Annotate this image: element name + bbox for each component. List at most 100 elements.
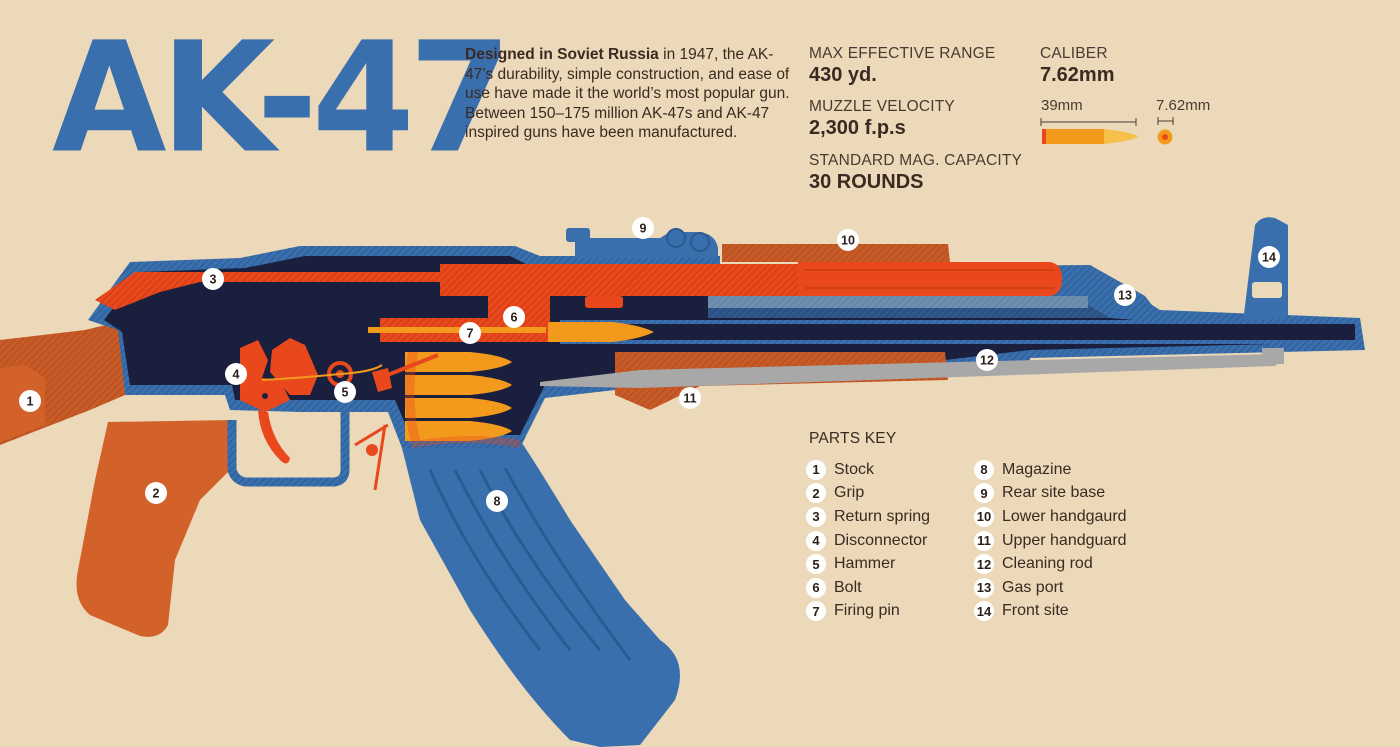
key-label: Return spring <box>834 507 931 525</box>
stat-capacity-label: STANDARD MAG. CAPACITY <box>809 152 1023 169</box>
parts-key-left: 1 Stock 2 Grip 3 Return spring 4 Disconnecto… <box>806 458 930 623</box>
key-label: Rear site base <box>1002 484 1106 502</box>
stat-caliber: CALIBER 7.62mm <box>1040 45 1115 87</box>
key-num: 3 <box>806 506 826 527</box>
badge-13: 13 <box>1114 284 1136 306</box>
key-num: 9 <box>974 483 994 504</box>
key-num: 4 <box>806 530 826 551</box>
badge-6: 6 <box>503 306 525 328</box>
intro-text: Designed in Soviet Russia in 1947, the A… <box>465 45 790 143</box>
ammo-diameter-label: 7.62mm <box>1156 97 1211 114</box>
key-label: Cleaning rod <box>1002 555 1093 573</box>
badge-14-text: 14 <box>1262 251 1276 265</box>
badge-14: 14 <box>1258 246 1280 268</box>
key-label: Grip <box>834 484 865 502</box>
stat-range: MAX EFFECTIVE RANGE 430 yd. <box>809 45 995 87</box>
return-spring-part <box>95 262 1062 310</box>
badge-10: 10 <box>837 229 859 251</box>
key-num: 7 <box>806 601 826 622</box>
badge-8: 8 <box>486 490 508 512</box>
key-item-upper-handguard: 11 Upper handguard <box>974 529 1127 553</box>
key-num: 12 <box>974 554 994 575</box>
badge-5: 5 <box>334 381 356 403</box>
key-item-return-spring: 3 Return spring <box>806 505 930 529</box>
stat-capacity-value: 30 ROUNDS <box>809 171 924 193</box>
stat-velocity-value: 2,300 f.p.s <box>809 117 906 139</box>
firing-pin-part <box>368 327 546 333</box>
stat-range-value: 430 yd. <box>809 64 877 86</box>
key-num: 8 <box>974 459 994 480</box>
key-label: Lower handgaurd <box>1002 507 1127 525</box>
badge-12-text: 12 <box>980 354 994 368</box>
key-num: 1 <box>806 459 826 480</box>
key-label: Stock <box>834 460 875 478</box>
page-title: AK-47 <box>52 9 512 187</box>
badge-1: 1 <box>19 390 41 412</box>
intro-bold: Designed in Soviet Russia <box>465 46 659 63</box>
key-num: 13 <box>974 577 994 598</box>
badge-3-text: 3 <box>210 273 217 287</box>
badge-4-text: 4 <box>233 368 240 382</box>
key-item-stock: 1 Stock <box>806 458 930 482</box>
key-num: 14 <box>974 601 994 622</box>
key-label: Disconnector <box>834 531 928 549</box>
grip-part <box>76 420 232 637</box>
key-item-disconnector: 4 Disconnector <box>806 529 930 553</box>
badge-10-text: 10 <box>841 234 855 248</box>
ammo-length-label: 39mm <box>1041 97 1083 114</box>
badge-2: 2 <box>145 482 167 504</box>
badge-11: 11 <box>679 387 701 409</box>
magazine-rounds <box>404 352 520 448</box>
trigger-group <box>240 338 439 491</box>
badge-7: 7 <box>459 322 481 344</box>
key-item-firing-pin: 7 Firing pin <box>806 600 930 624</box>
badge-13-text: 13 <box>1118 289 1132 303</box>
badge-2-text: 2 <box>153 487 160 501</box>
badge-4: 4 <box>225 363 247 385</box>
key-item-gas-port: 13 Gas port <box>974 576 1127 600</box>
badge-11-text: 11 <box>683 392 696 406</box>
key-item-cleaning-rod: 12 Cleaning rod <box>974 552 1127 576</box>
barrel <box>560 322 1355 342</box>
key-label: Gas port <box>1002 578 1064 596</box>
chambered-round <box>548 322 654 342</box>
ammo-icon <box>1040 117 1174 145</box>
key-label: Firing pin <box>834 602 900 620</box>
stat-velocity-label: MUZZLE VELOCITY <box>809 98 955 115</box>
stat-capacity: STANDARD MAG. CAPACITY 30 ROUNDS <box>809 152 1022 194</box>
key-label: Upper handguard <box>1002 531 1127 549</box>
key-num: 2 <box>806 483 826 504</box>
stat-velocity: MUZZLE VELOCITY 2,300 f.p.s <box>809 98 955 140</box>
key-item-rear-site-base: 9 Rear site base <box>974 482 1127 506</box>
key-item-grip: 2 Grip <box>806 482 930 506</box>
key-label: Front site <box>1002 602 1069 620</box>
key-label: Hammer <box>834 555 896 573</box>
badge-12: 12 <box>976 349 998 371</box>
intro-body: in 1947, the AK-47’s durability, simple … <box>465 46 790 142</box>
lower-handguard-part <box>722 244 950 262</box>
parts-key-title: PARTS KEY <box>809 430 897 447</box>
key-label: Magazine <box>1002 460 1072 478</box>
key-num: 11 <box>974 530 994 551</box>
key-item-front-site: 14 Front site <box>974 600 1127 624</box>
cleaning-rod-part <box>540 348 1284 388</box>
rear-sight-part <box>566 228 718 258</box>
stat-caliber-label: CALIBER <box>1040 45 1108 62</box>
trigger-guard <box>227 410 350 487</box>
badge-7-text: 7 <box>467 327 474 341</box>
badge-1-text: 1 <box>27 395 34 409</box>
badge-6-text: 6 <box>511 311 518 325</box>
key-item-magazine: 8 Magazine <box>974 458 1127 482</box>
magazine-part <box>402 440 680 747</box>
front-sight-part <box>1243 217 1288 322</box>
badge-3: 3 <box>202 268 224 290</box>
badge-8-text: 8 <box>494 495 501 509</box>
badge-5-text: 5 <box>342 386 349 400</box>
badge-9-text: 9 <box>640 222 647 236</box>
stat-range-label: MAX EFFECTIVE RANGE <box>809 45 996 62</box>
